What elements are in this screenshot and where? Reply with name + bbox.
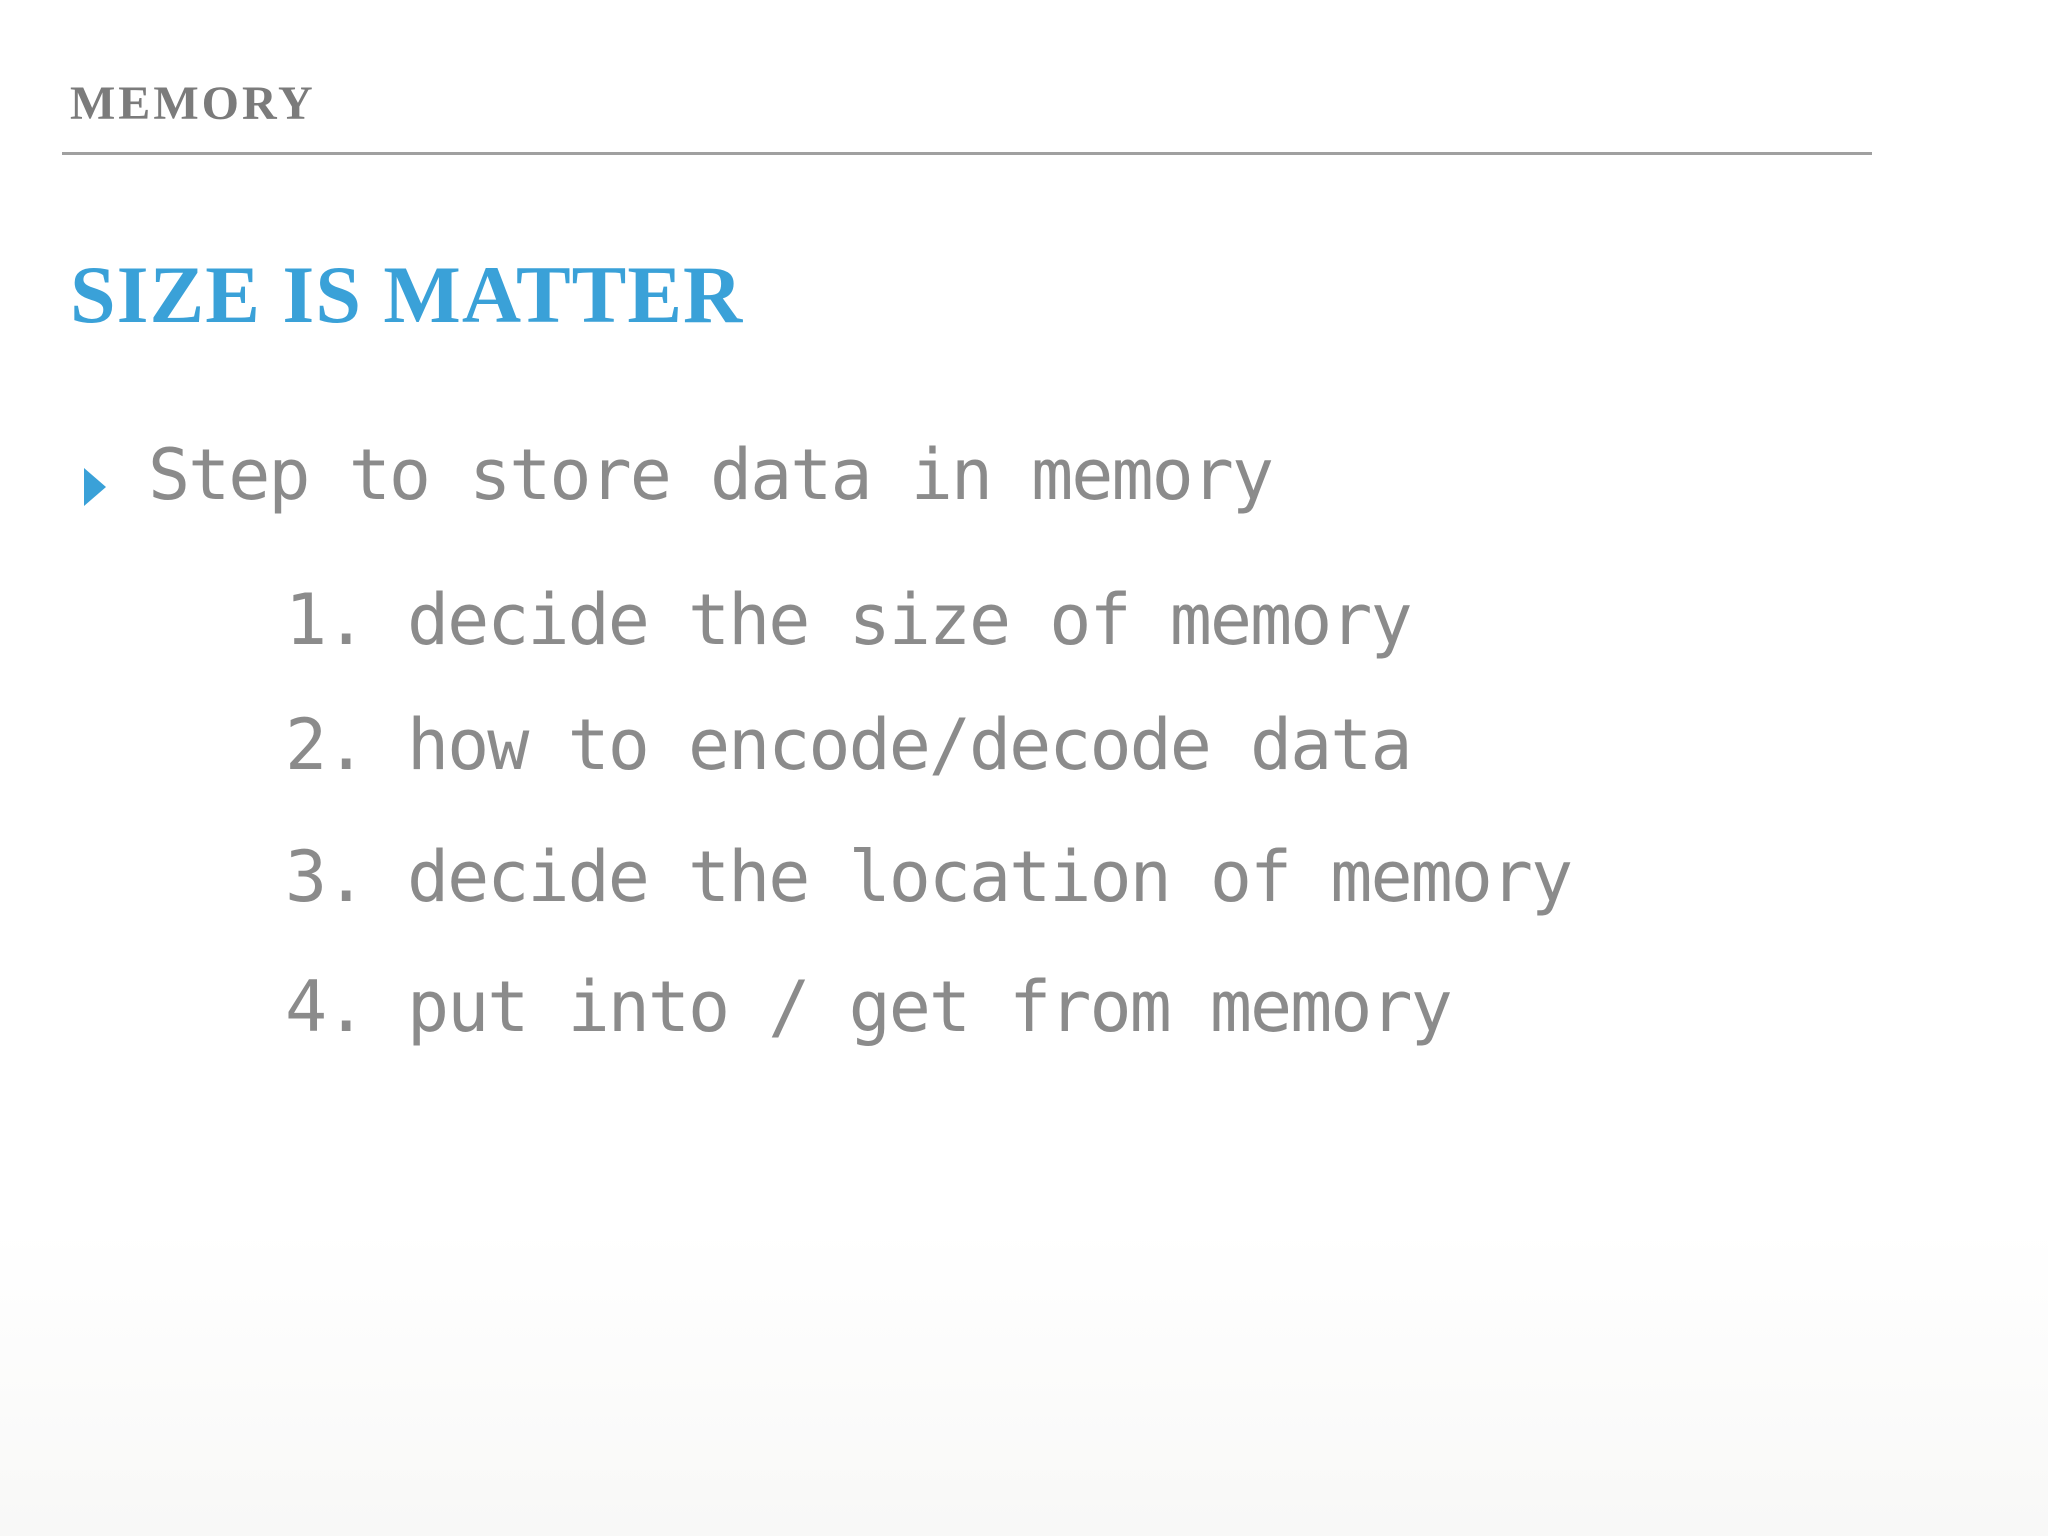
- bullet-triangle-icon: [84, 468, 106, 506]
- list-item: 2. how to encode/decode data: [285, 704, 1413, 786]
- page-title: SIZE IS MATTER: [70, 249, 744, 340]
- slide-header-label: MEMORY: [70, 77, 316, 130]
- item-text: decide the location of memory: [407, 836, 1573, 918]
- item-number: 1.: [285, 579, 367, 661]
- header-rule-divider: [62, 152, 1872, 155]
- item-text: how to encode/decode data: [407, 704, 1413, 786]
- item-number: 3.: [285, 836, 367, 918]
- bullet-text: Step to store data in memory: [148, 434, 1274, 516]
- list-item: 3. decide the location of memory: [285, 836, 1573, 918]
- item-text: put into / get from memory: [407, 966, 1453, 1048]
- item-number: 2.: [285, 704, 367, 786]
- item-text: decide the size of memory: [407, 579, 1413, 661]
- item-number: 4.: [285, 966, 367, 1048]
- list-item: 1. decide the size of memory: [285, 579, 1413, 661]
- list-item: 4. put into / get from memory: [285, 966, 1453, 1048]
